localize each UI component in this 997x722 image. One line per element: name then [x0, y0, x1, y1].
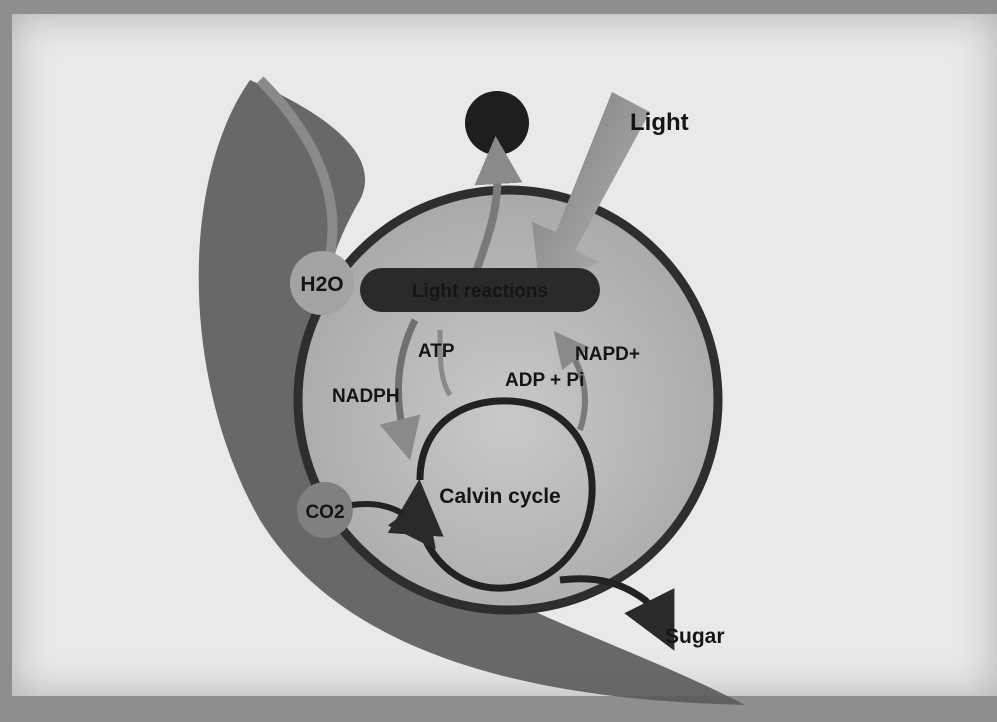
co2-label: CO2: [305, 502, 344, 523]
light-reactions-label: Light reactions: [412, 281, 548, 302]
nadph-label: NADPH: [332, 386, 400, 407]
light-label: Light: [630, 109, 689, 136]
napd-label: NAPD+: [575, 344, 640, 365]
atp-label: ATP: [418, 341, 455, 362]
water-label: H2O: [300, 273, 343, 296]
sugar-label: Sugar: [665, 625, 725, 648]
calvin-cycle-label: Calvin cycle: [439, 485, 560, 508]
oxygen-circle: [465, 91, 529, 155]
adp-pi-label: ADP + Pi: [505, 370, 584, 391]
